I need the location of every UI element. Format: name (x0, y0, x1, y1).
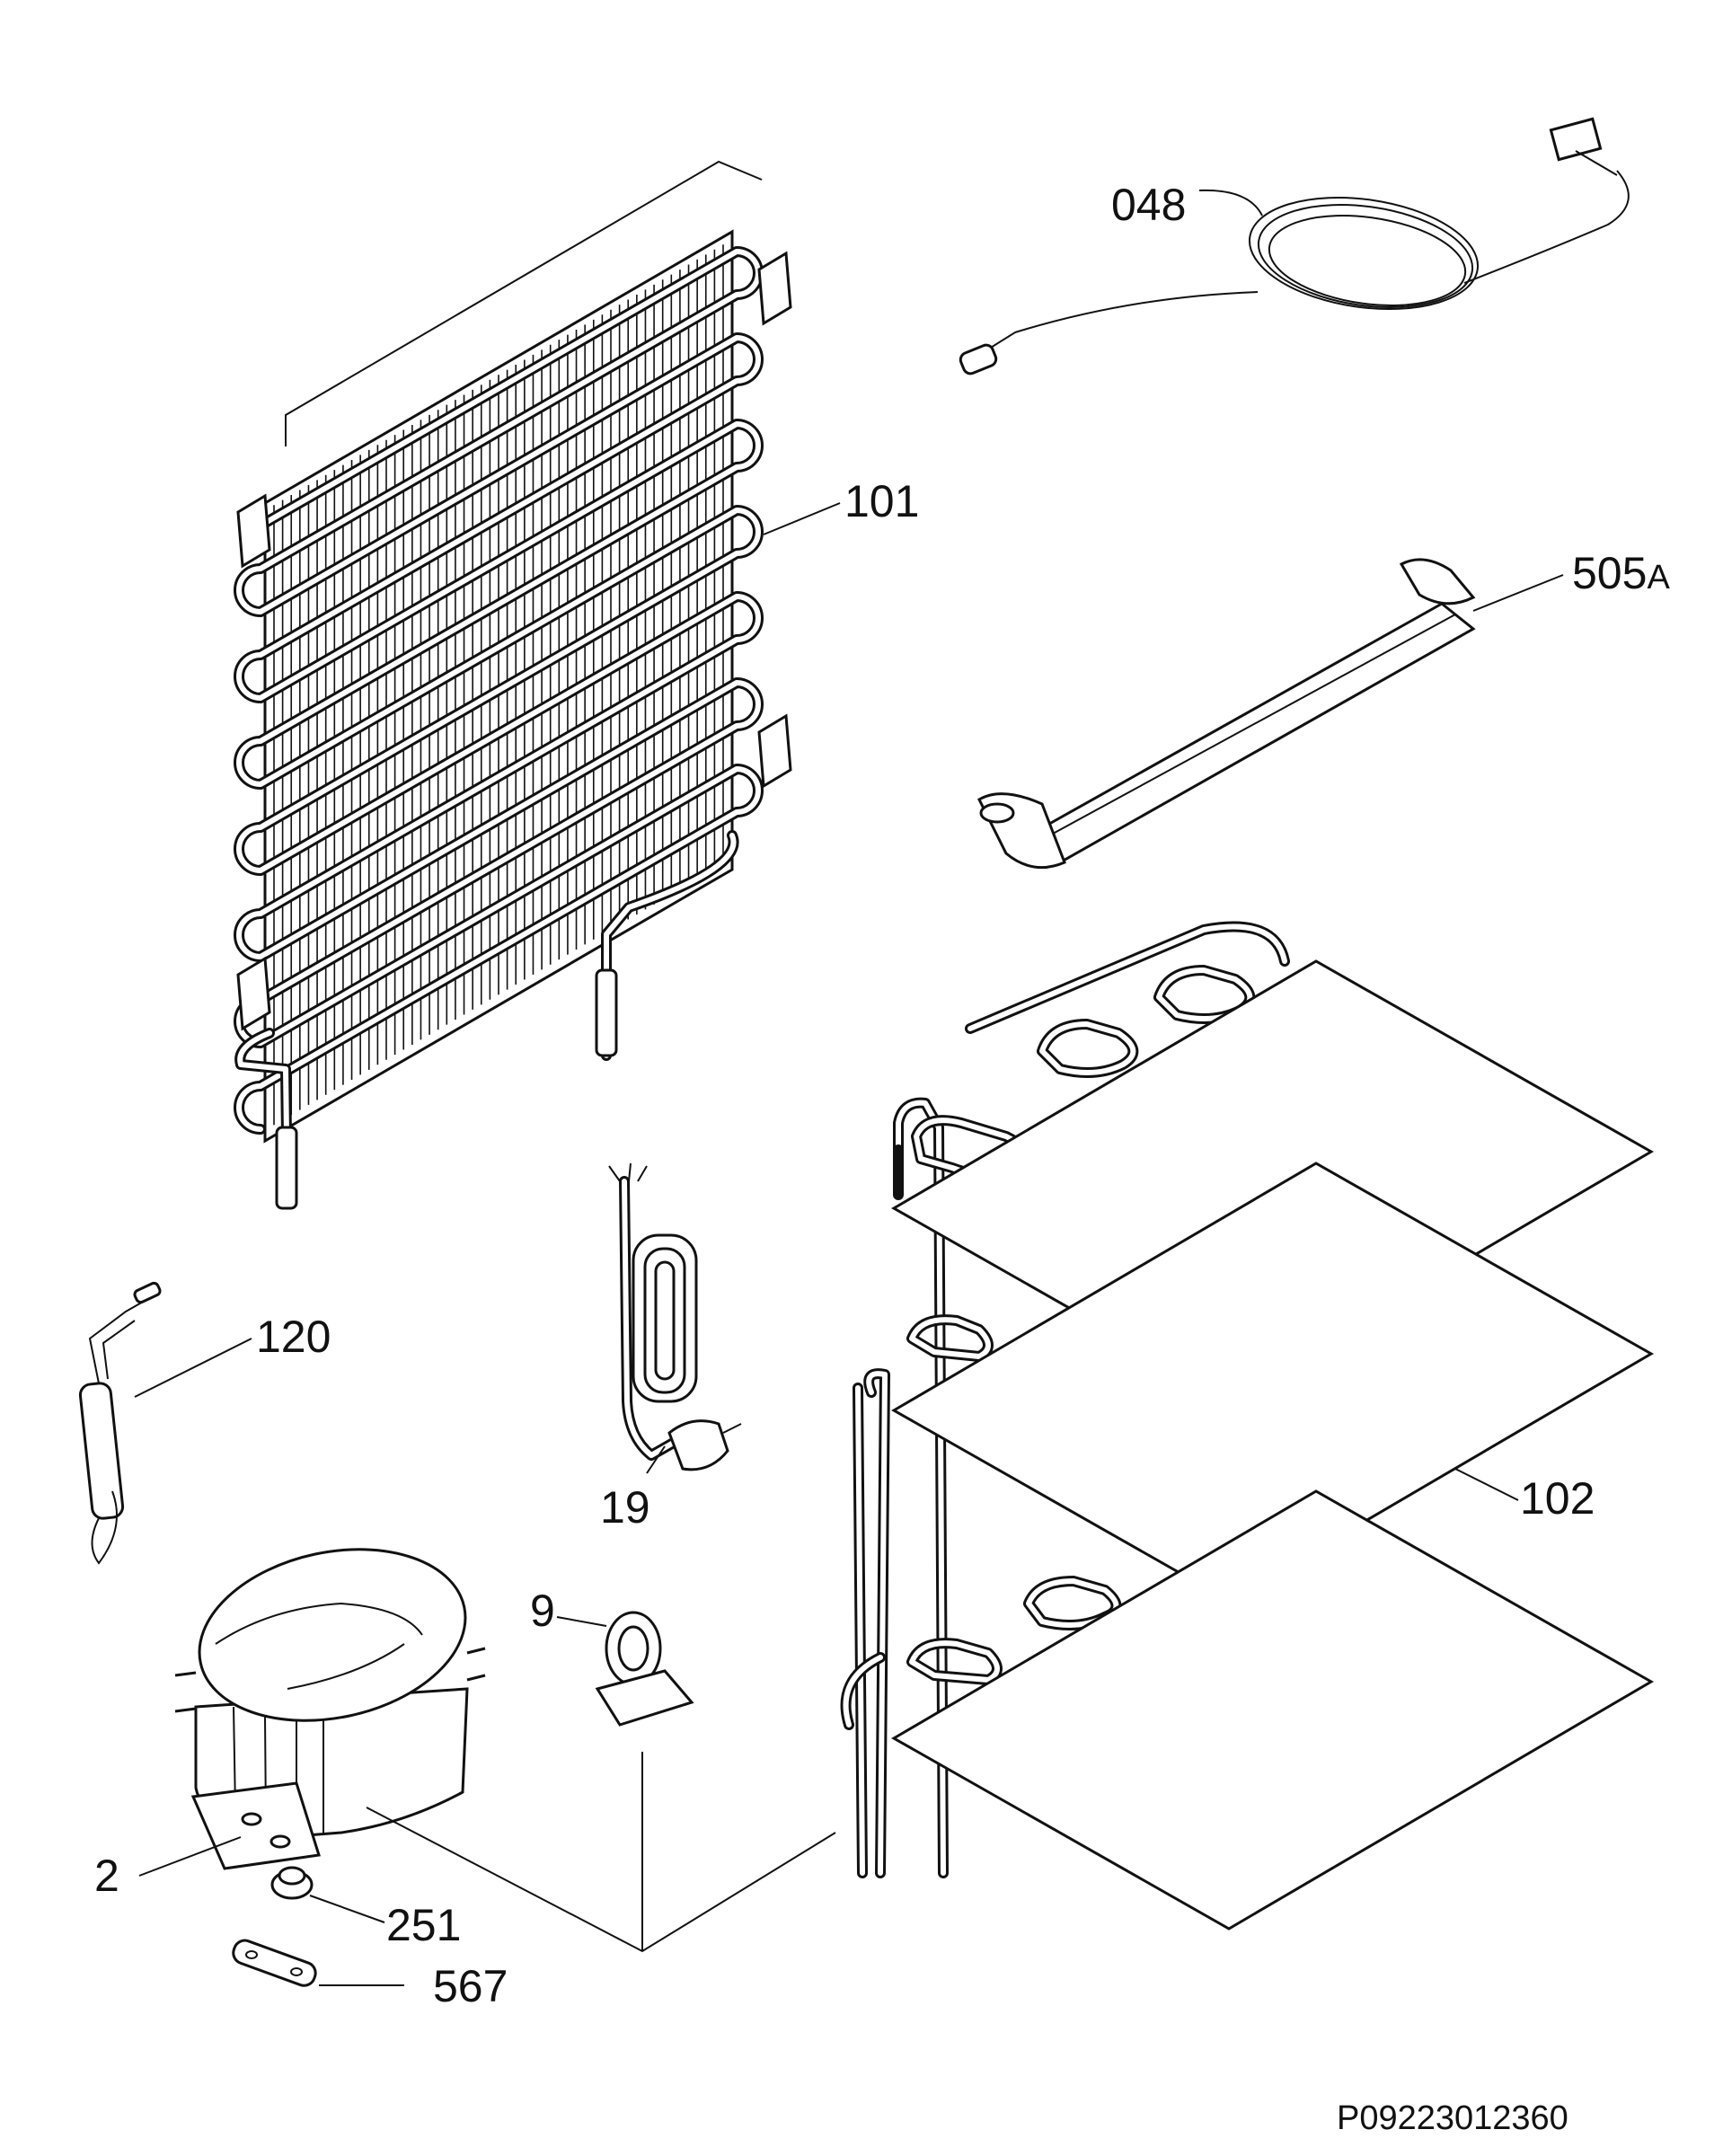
sensor-cable-part (959, 117, 1630, 376)
label-2: 2 (94, 1851, 119, 1901)
label-120: 120 (256, 1312, 331, 1362)
lamp-holder-part (977, 558, 1564, 870)
label-102: 102 (1520, 1473, 1595, 1524)
label-048: 048 (1111, 180, 1186, 230)
label-505a-suffix: A (1647, 559, 1670, 596)
label-101: 101 (844, 476, 919, 526)
label-9: 9 (530, 1586, 555, 1636)
starter-relay-part (556, 1611, 694, 1727)
thermostat-probe-part (78, 1281, 252, 1565)
label-505a: 505A (1572, 548, 1670, 598)
condenser-part (234, 160, 841, 1210)
compressor-part (138, 1548, 836, 1953)
mounting-clip-part (232, 1939, 404, 1987)
mains-cable-part (608, 1162, 742, 1474)
drawing-code: P09223012360 (1337, 2099, 1568, 2137)
label-251: 251 (386, 1900, 461, 1950)
evaporator-shelf-part (840, 921, 1655, 1931)
grommet-part (270, 1866, 385, 1923)
label-505a-number: 505 (1572, 548, 1647, 598)
label-567: 567 (433, 1961, 508, 2011)
label-19: 19 (600, 1482, 650, 1533)
